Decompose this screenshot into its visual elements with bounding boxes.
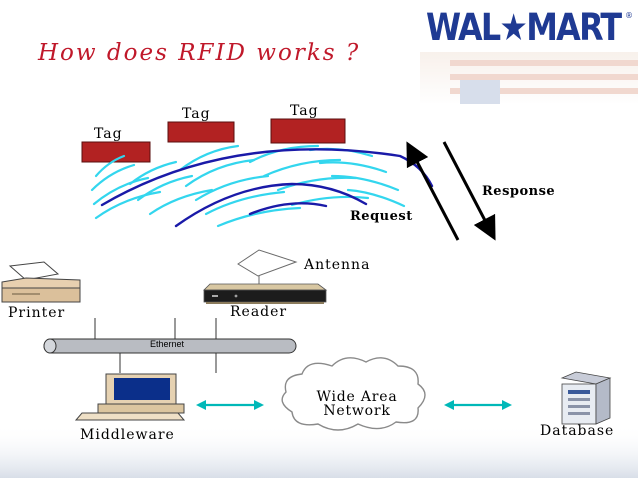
slide-title: How does RFID works ?	[38, 40, 361, 66]
middleware-computer-icon	[74, 373, 186, 421]
ethernet-bus	[43, 318, 297, 373]
tag-2	[167, 121, 235, 143]
tag-1	[81, 141, 151, 163]
background-bottom-fade	[0, 425, 638, 478]
wan-label-line-2: Network	[323, 403, 391, 419]
tag-3	[270, 118, 346, 144]
wan-label: Wide Area Network	[296, 390, 418, 418]
antenna-label: Antenna	[304, 257, 371, 273]
printer-icon	[1, 261, 81, 303]
response-arrow	[442, 141, 496, 241]
background-flag	[420, 52, 638, 104]
tag-group	[81, 118, 346, 163]
tag-2-label: Tag	[182, 106, 211, 122]
database-label: Database	[540, 423, 615, 439]
reader-icon	[203, 283, 328, 304]
printer-label: Printer	[8, 305, 66, 321]
request-label: Request	[350, 209, 413, 224]
tag-3-label: Tag	[290, 103, 319, 119]
ethernet-label: Ethernet	[150, 339, 185, 349]
request-arrow	[406, 141, 460, 241]
reader-label: Reader	[230, 304, 288, 320]
response-label: Response	[482, 184, 556, 199]
wan-database-link	[444, 400, 512, 410]
middleware-wan-link	[196, 400, 264, 410]
middleware-label: Middleware	[80, 427, 175, 443]
walmart-logo-registered-mark: ®	[625, 11, 633, 20]
antenna-icon	[237, 249, 298, 288]
database-server-icon	[560, 371, 612, 425]
signal-arrows	[406, 141, 496, 241]
wan-label-line-1: Wide Area	[316, 389, 398, 405]
walmart-logo: WAL★MART	[426, 6, 622, 49]
tag-1-label: Tag	[94, 126, 123, 142]
wan-cloud-icon	[281, 357, 426, 431]
